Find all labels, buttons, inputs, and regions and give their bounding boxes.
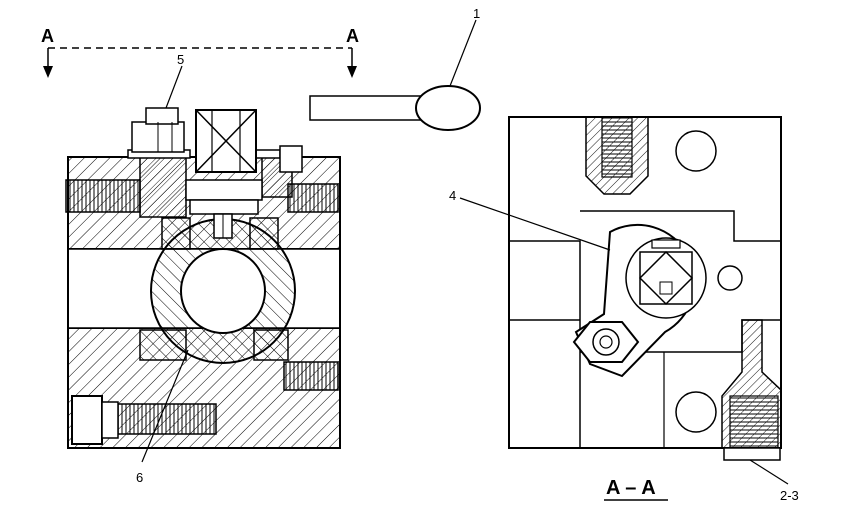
lever-handle: [309, 85, 481, 131]
leader-lines: [141, 19, 789, 485]
leader-2-3: [749, 459, 789, 485]
section-view-a-a: [508, 116, 782, 461]
section-line-a-a: A A: [41, 26, 359, 78]
section-title: A – A: [606, 477, 656, 499]
leader-1: [449, 19, 477, 87]
callout-2-3: 2-3: [780, 488, 799, 503]
leader-6: [141, 349, 189, 463]
section-mark-left: A: [41, 26, 54, 46]
section-mark-right: A: [346, 26, 359, 46]
callout-6: 6: [136, 470, 143, 485]
leader-4: [459, 197, 611, 251]
leader-5: [165, 65, 183, 109]
callout-4: 4: [449, 188, 456, 203]
callout-5: 5: [177, 52, 184, 67]
callout-1: 1: [473, 6, 480, 21]
valve-body-left-view: [65, 107, 341, 449]
